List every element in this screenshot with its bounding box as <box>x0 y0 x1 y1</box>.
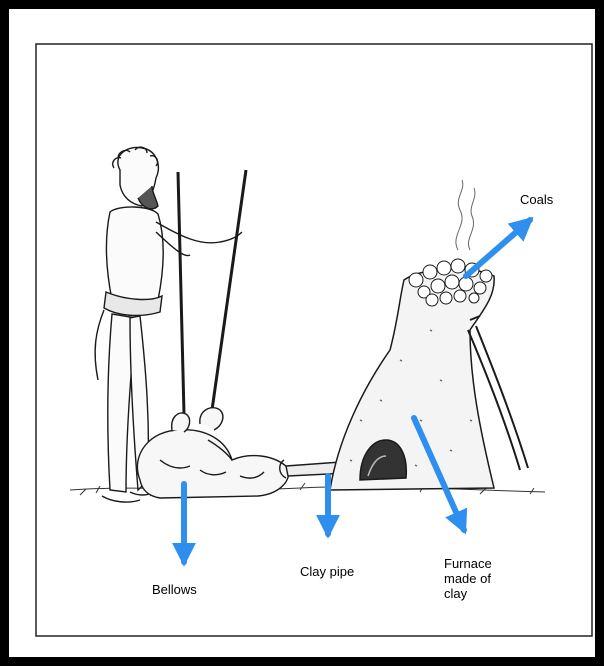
label-coals: Coals <box>520 192 553 207</box>
bellows-sticks <box>178 170 246 414</box>
label-furnace: Furnace made of clay <box>444 556 492 601</box>
label-bellows: Bellows <box>152 582 197 597</box>
bellows-bags <box>137 408 288 498</box>
furnace <box>330 269 494 490</box>
coals-arrow <box>466 220 530 276</box>
label-clay-pipe: Clay pipe <box>300 564 354 579</box>
smoke <box>456 180 475 250</box>
